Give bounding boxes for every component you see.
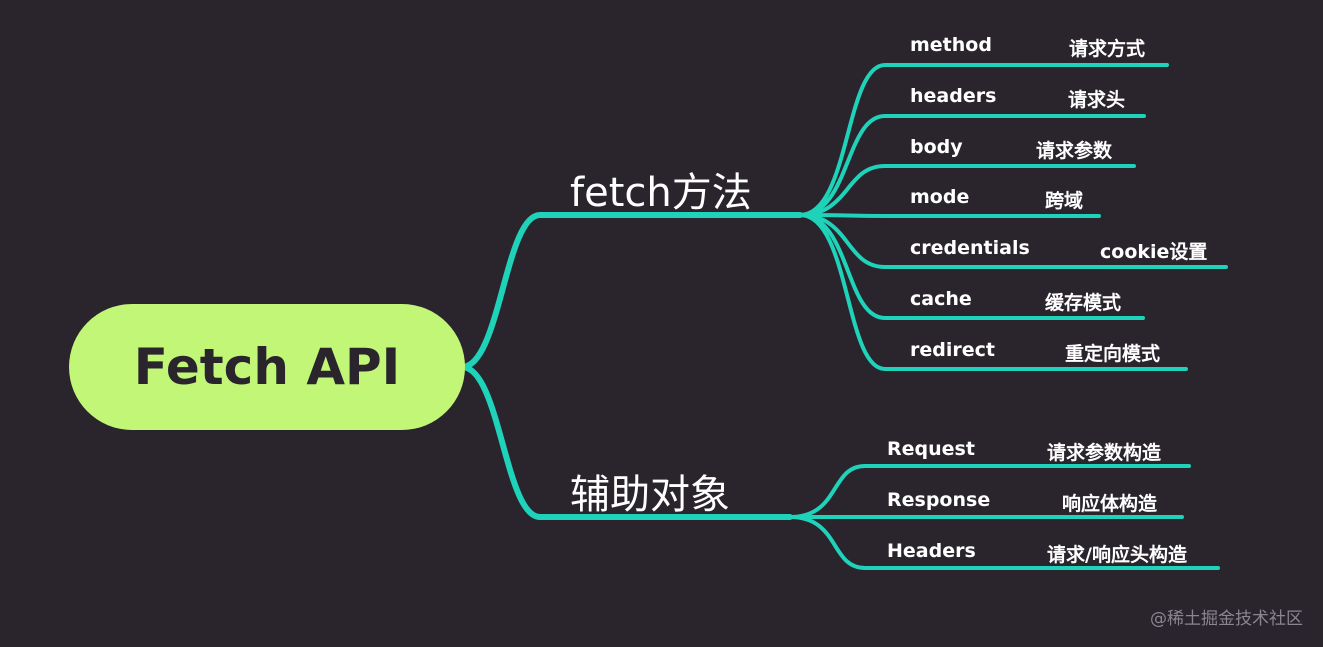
leaf-key[interactable]: method xyxy=(910,34,992,56)
leaf-value: 请求头 xyxy=(1068,89,1126,111)
link-fetch-leaf xyxy=(798,164,1136,217)
leaf-key[interactable]: redirect xyxy=(910,339,995,361)
leaf-key[interactable]: credentials xyxy=(910,237,1030,259)
leaf-value: 请求方式 xyxy=(1069,38,1146,60)
link-helper-leaf xyxy=(788,464,1191,519)
leaf-key[interactable]: headers xyxy=(910,85,997,107)
leaf-key[interactable]: body xyxy=(910,136,963,158)
leaf-value: 响应体构造 xyxy=(1062,493,1158,515)
leaf-value: 请求参数构造 xyxy=(1047,442,1162,464)
leaf-value: 请求参数 xyxy=(1036,140,1113,162)
watermark: @稀土掘金技术社区 xyxy=(1150,609,1303,629)
link-fetch-leaf xyxy=(798,114,1146,217)
leaf-key[interactable]: Request xyxy=(887,438,975,460)
leaf-value: 缓存模式 xyxy=(1045,292,1122,314)
branch-helper-objects[interactable]: 辅助对象 xyxy=(570,472,730,518)
leaf-value: 重定向模式 xyxy=(1065,343,1161,365)
link-root-to-helpers xyxy=(459,364,793,520)
root-node[interactable]: Fetch API xyxy=(69,304,465,430)
link-fetch-leaf xyxy=(798,213,1101,218)
branch-fetch-method[interactable]: fetch方法 xyxy=(570,170,752,216)
leaf-value: cookie设置 xyxy=(1100,241,1208,263)
root-label: Fetch API xyxy=(133,338,401,396)
leaf-value: 请求/响应头构造 xyxy=(1047,544,1187,566)
leaf-key[interactable]: cache xyxy=(910,288,972,310)
link-root-to-fetch xyxy=(459,212,803,370)
link-fetch-leaf xyxy=(798,213,1188,371)
leaf-key[interactable]: Response xyxy=(887,489,991,511)
link-helper-leaf xyxy=(788,515,1220,570)
link-fetch-leaf xyxy=(798,63,1169,217)
leaf-value: 跨域 xyxy=(1045,190,1084,212)
leaf-key[interactable]: Headers xyxy=(887,540,976,562)
leaf-key[interactable]: mode xyxy=(910,186,970,208)
